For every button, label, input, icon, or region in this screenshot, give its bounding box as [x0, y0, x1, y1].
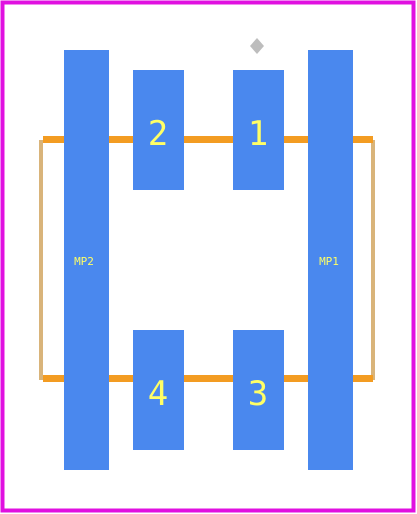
pad-2[interactable]: 2	[133, 70, 184, 190]
pad-mp2[interactable]: MP2	[64, 50, 109, 470]
pad-2-label: 2	[148, 114, 168, 154]
silkscreen-top-line	[43, 136, 373, 143]
pad-1[interactable]: 1	[233, 70, 284, 190]
courtyard-left-line	[39, 140, 43, 380]
pad-1-label: 1	[248, 114, 268, 154]
pin1-marker-icon	[250, 38, 264, 54]
pad-mp1[interactable]: MP1	[308, 50, 353, 470]
silkscreen-bottom-line	[43, 375, 373, 382]
pad-mp1-label: MP1	[319, 255, 339, 268]
pad-3-label: 3	[248, 374, 268, 414]
pad-4[interactable]: 4	[133, 330, 184, 450]
courtyard-right-line	[371, 140, 375, 380]
pad-3[interactable]: 3	[233, 330, 284, 450]
pad-mp2-label: MP2	[74, 255, 94, 268]
pad-4-label: 4	[148, 374, 168, 414]
